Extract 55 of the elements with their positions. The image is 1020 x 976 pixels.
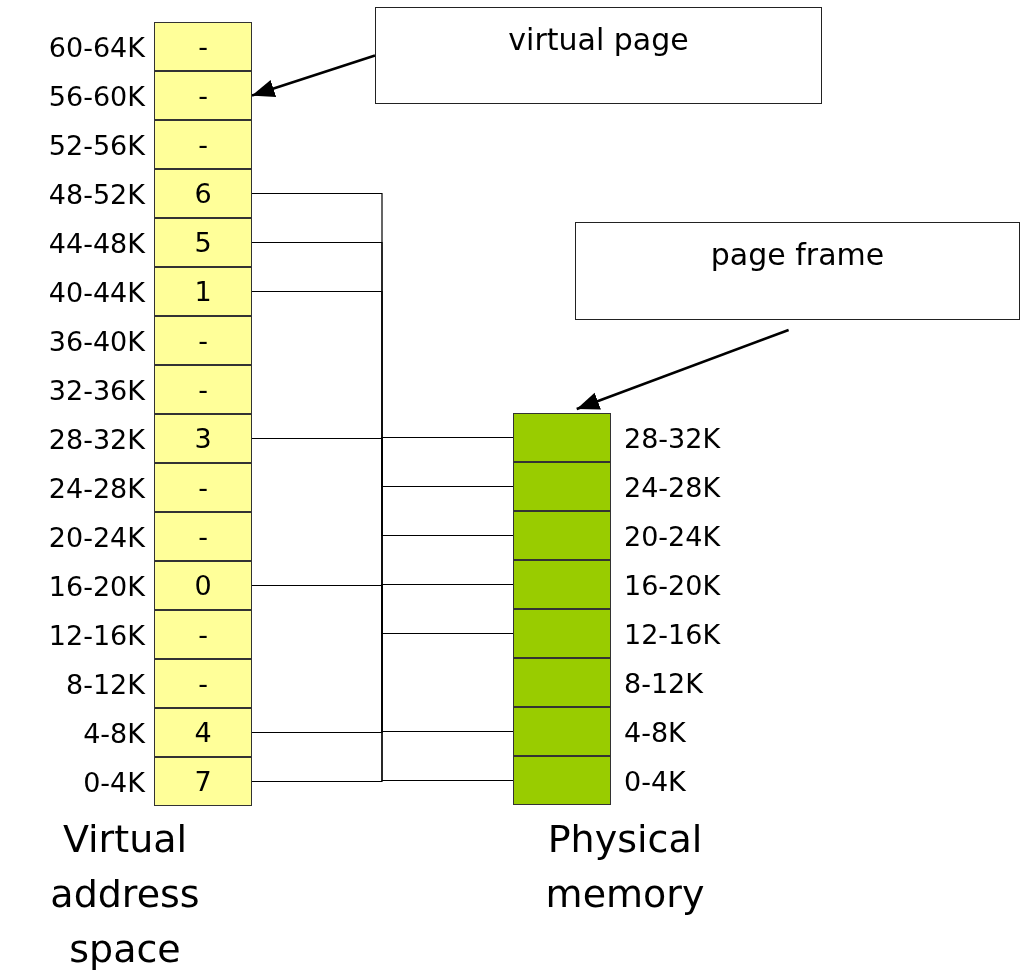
address-label: 0-4K: [83, 766, 145, 797]
address-label: 8-12K: [624, 667, 703, 698]
page-number: 5: [194, 227, 212, 258]
page-number: -: [198, 80, 208, 111]
address-label: 24-28K: [48, 472, 145, 503]
callout-text: page frame: [710, 237, 885, 272]
address-label: 8-12K: [66, 668, 145, 699]
column-caption: Physical memory: [544, 816, 706, 919]
page-number: -: [198, 521, 208, 552]
address-label: 20-24K: [624, 520, 721, 551]
page-number: -: [198, 129, 208, 160]
mapping-line: [251, 290, 514, 733]
address-label: 12-16K: [48, 619, 145, 650]
page-number: -: [198, 374, 208, 405]
page-number: 6: [194, 178, 212, 209]
mapping-line: [251, 436, 514, 783]
page-number: 4: [194, 717, 212, 748]
address-label: 44-48K: [48, 227, 145, 258]
mapping-line: [251, 437, 514, 635]
address-label: 12-16K: [624, 618, 721, 649]
address-label: 0-4K: [624, 765, 686, 796]
address-label: 4-8K: [624, 716, 686, 747]
address-label: 48-52K: [48, 178, 145, 209]
address-label: 60-64K: [48, 31, 145, 62]
address-label: 32-36K: [48, 374, 145, 405]
address-label: 20-24K: [48, 521, 145, 552]
page-number: 1: [194, 276, 212, 307]
address-label: 24-28K: [624, 471, 721, 502]
column-caption: Virtual address space: [49, 816, 201, 974]
address-label: 4-8K: [83, 717, 145, 748]
address-label: 16-20K: [48, 570, 145, 601]
address-label: 40-44K: [48, 276, 145, 307]
address-label: 28-32K: [48, 423, 145, 454]
address-label: 36-40K: [48, 325, 145, 356]
callout-text: virtual page: [508, 22, 689, 57]
address-label: 28-32K: [624, 422, 721, 453]
page-number: 3: [194, 423, 212, 454]
arrow: [576, 328, 790, 411]
callout-box: [375, 7, 822, 104]
mapping-line: [251, 192, 514, 488]
address-label: 52-56K: [48, 129, 145, 160]
address-label: 16-20K: [624, 569, 721, 600]
page-number: -: [198, 325, 208, 356]
page-number: -: [198, 668, 208, 699]
mapping-line: [251, 583, 514, 734]
page-number: 0: [194, 570, 212, 601]
address-label: 56-60K: [48, 80, 145, 111]
mapping-line: [251, 584, 514, 782]
page-number: 7: [194, 766, 212, 797]
page-number: -: [198, 619, 208, 650]
page-number: -: [198, 31, 208, 62]
mapping-line: [251, 241, 514, 537]
callout-box: [575, 222, 1020, 320]
page-number: -: [198, 472, 208, 503]
arrow: [251, 54, 376, 98]
